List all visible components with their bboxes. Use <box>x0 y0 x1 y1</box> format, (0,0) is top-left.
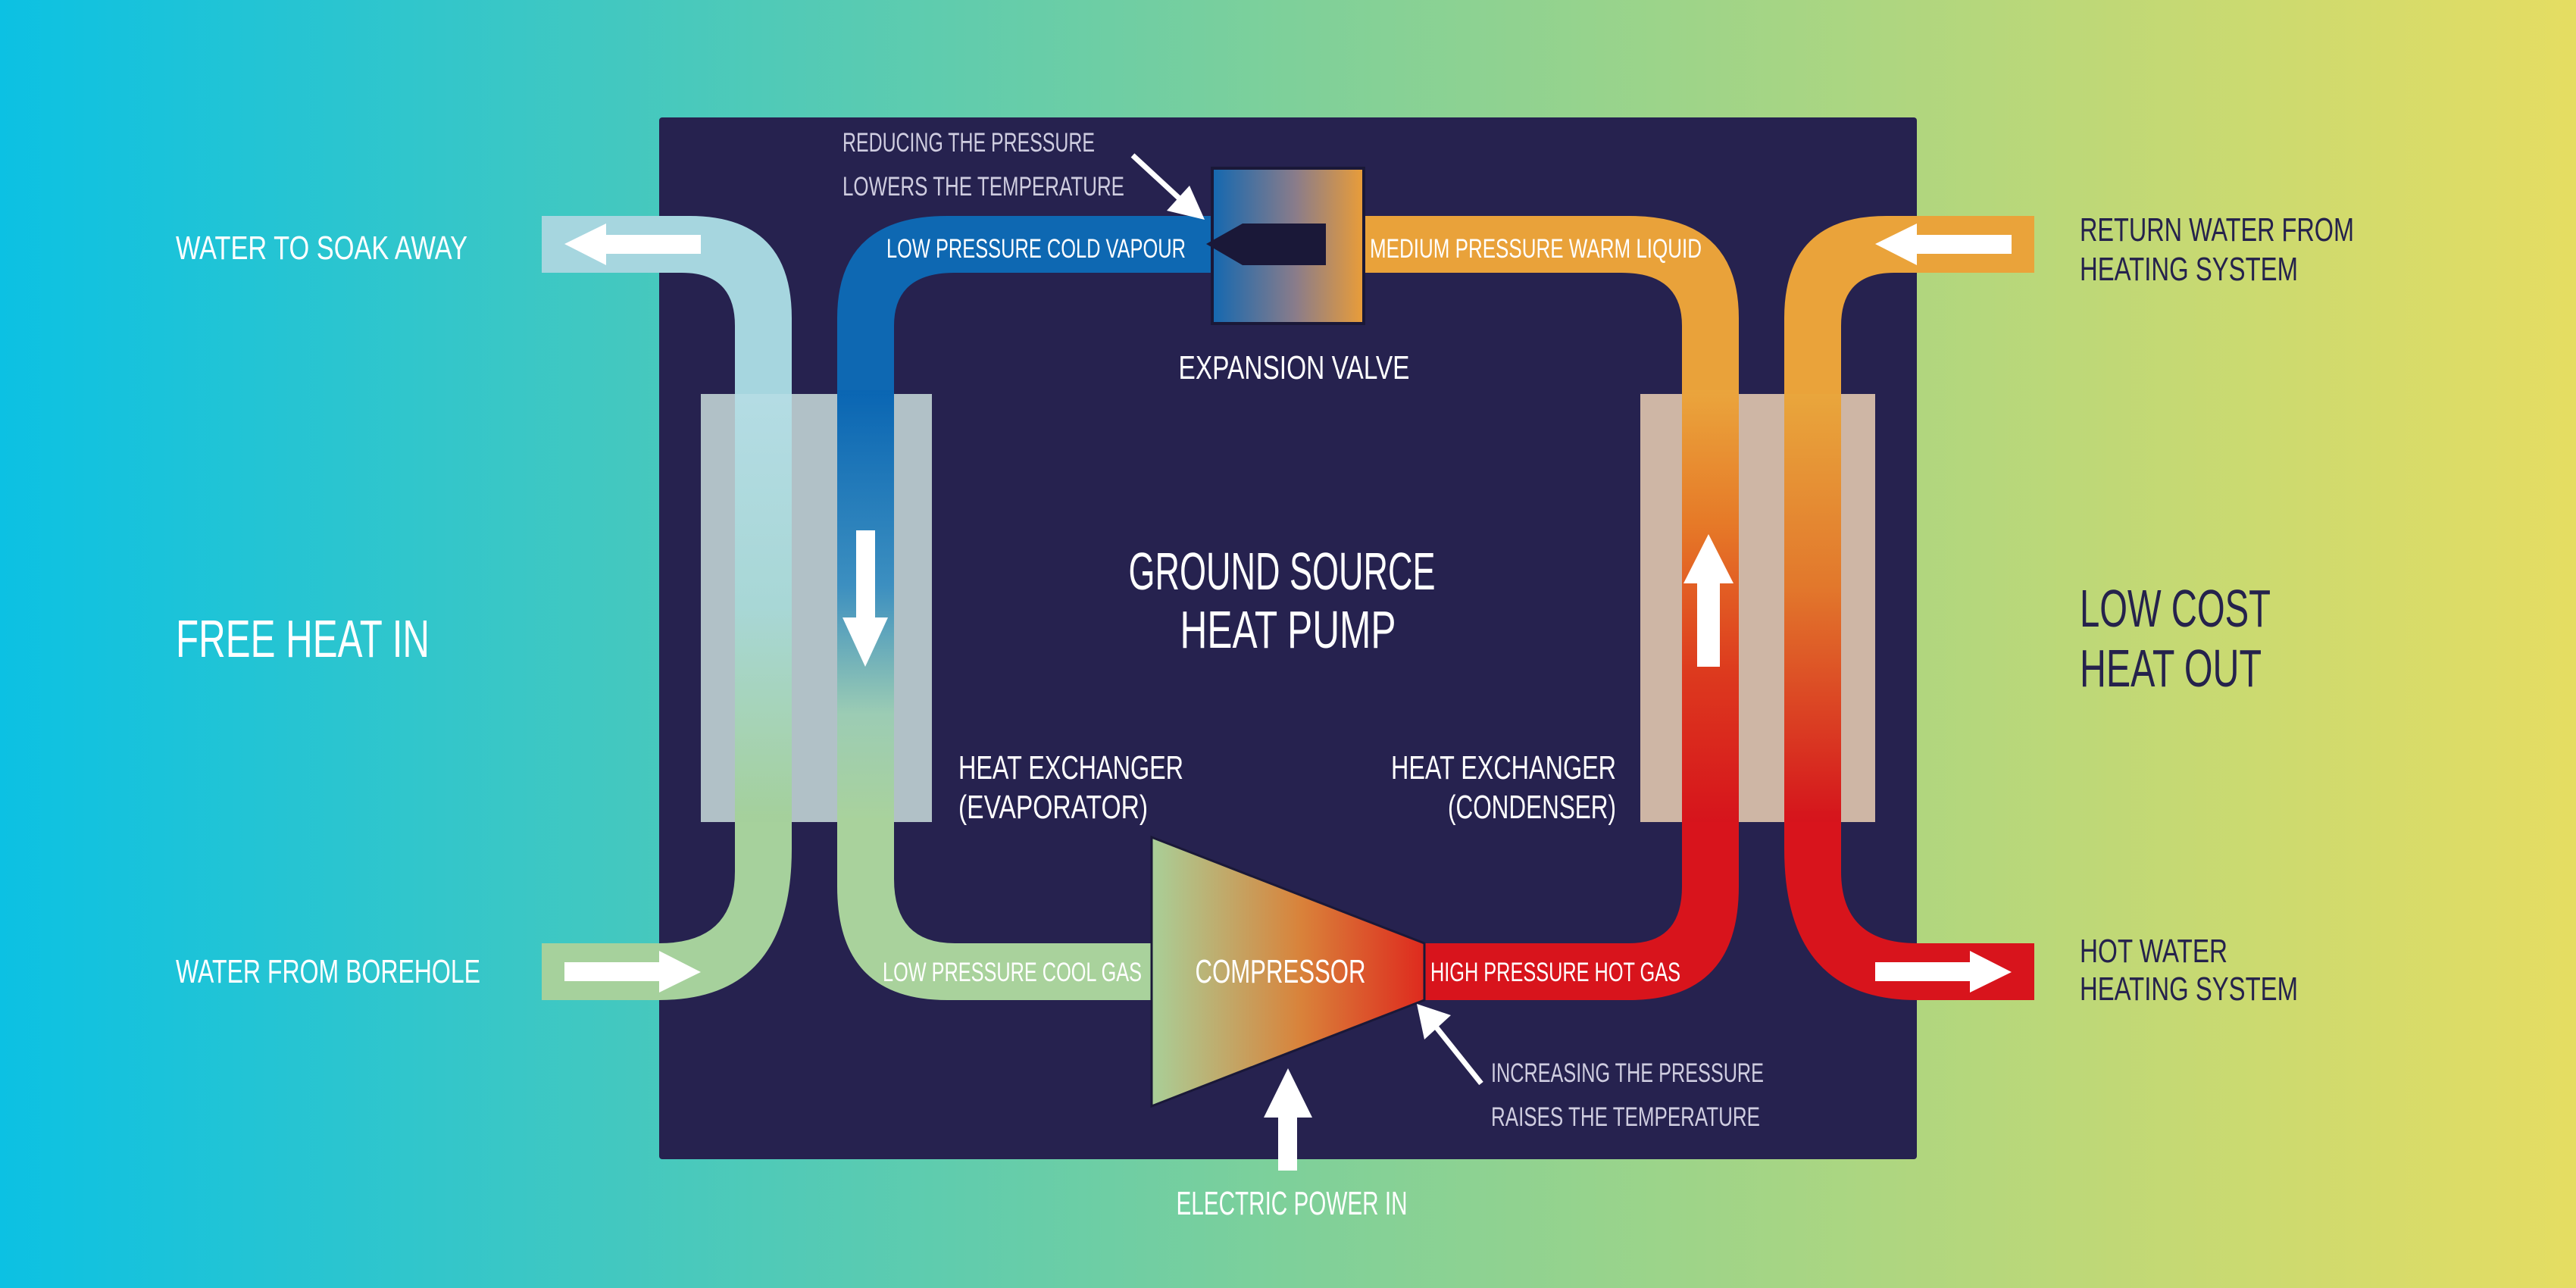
label-electric-power-in: ELECTRIC POWER IN <box>1177 1185 1408 1222</box>
arrow-down-icon <box>843 530 888 667</box>
title-line1: GROUND SOURCE <box>1129 542 1436 601</box>
label-hot-water-line1: HOT WATER <box>2080 933 2227 970</box>
label-evaporator-line1: HEAT EXCHANGER <box>958 749 1183 786</box>
diagram-panel <box>659 117 1917 1159</box>
arrow-left-icon <box>564 224 701 265</box>
label-free-heat-in: FREE HEAT IN <box>176 609 430 668</box>
label-return-water-line1: RETURN WATER FROM <box>2080 211 2354 249</box>
label-low-cost-line2: HEAT OUT <box>2080 639 2262 698</box>
note-increase-line1: INCREASING THE PRESSURE <box>1491 1058 1764 1088</box>
label-high-pressure-hot-gas: HIGH PRESSURE HOT GAS <box>1430 958 1680 987</box>
label-low-cost-line1: LOW COST <box>2080 579 2271 638</box>
arrow-left-icon-2 <box>1875 224 2012 265</box>
label-condenser-line1: HEAT EXCHANGER <box>1391 749 1616 786</box>
note-pointer-icons <box>1130 153 1483 1086</box>
compressor-icon <box>1150 835 1426 1108</box>
note-increase-line2: RAISES THE TEMPERATURE <box>1491 1102 1760 1132</box>
label-water-to-soak-away: WATER TO SOAK AWAY <box>176 230 467 267</box>
evaporator-plates <box>701 394 932 822</box>
title-line2: HEAT PUMP <box>1180 600 1396 659</box>
label-expansion-valve: EXPANSION VALVE <box>1179 349 1410 386</box>
condenser-plates <box>1640 394 1875 822</box>
arrow-right-icon <box>564 951 701 993</box>
label-hot-water-line2: HEATING SYSTEM <box>2080 971 2298 1008</box>
note-reduce-line2: LOWERS THE TEMPERATURE <box>843 172 1124 202</box>
label-condenser-line2: (CONDENSER) <box>1448 789 1616 826</box>
label-return-water-line2: HEATING SYSTEM <box>2080 251 2298 288</box>
arrow-right-icon-2 <box>1875 951 2012 993</box>
label-water-from-borehole: WATER FROM BOREHOLE <box>176 953 480 990</box>
label-medium-pressure-warm-liquid: MEDIUM PRESSURE WARM LIQUID <box>1370 234 1702 264</box>
label-low-pressure-cold-vapour: LOW PRESSURE COLD VAPOUR <box>886 234 1186 264</box>
note-reduce-line1: REDUCING THE PRESSURE <box>843 128 1095 158</box>
power-arrow-icon <box>1264 1068 1312 1171</box>
label-compressor: COMPRESSOR <box>1196 953 1366 990</box>
expansion-valve-icon <box>1206 167 1365 325</box>
arrow-up-icon <box>1683 534 1733 667</box>
label-low-pressure-cool-gas: LOW PRESSURE COOL GAS <box>883 958 1142 987</box>
label-evaporator-line2: (EVAPORATOR) <box>958 789 1148 826</box>
